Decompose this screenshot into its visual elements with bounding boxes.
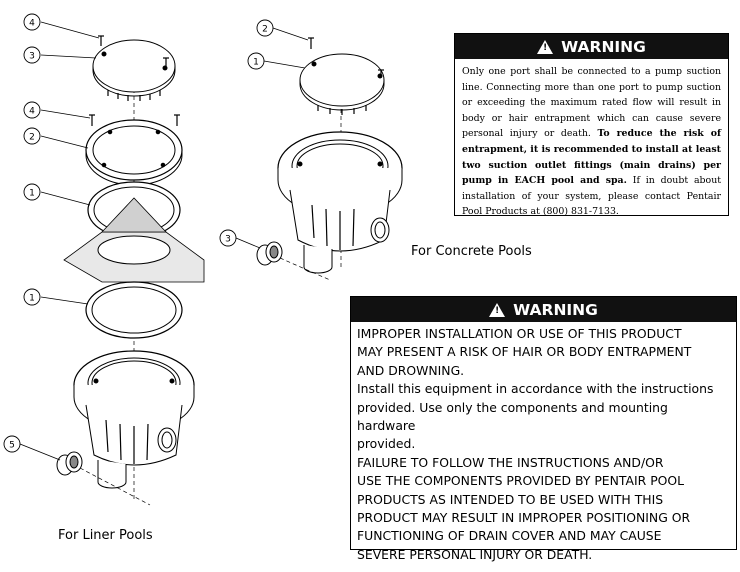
warning-triangle-icon: ! xyxy=(537,39,554,54)
warning-line: USE THE COMPONENTS PROVIDED BY PENTAIR P… xyxy=(357,473,685,489)
callout-circle xyxy=(219,229,237,247)
callout-circle xyxy=(23,13,41,31)
left-clamp-ring xyxy=(85,119,183,186)
warning-line: SEVERE PERSONAL INJURY OR DEATH. xyxy=(357,546,593,562)
warning-text-intro: Only one port shall be connected to a pu… xyxy=(462,66,721,140)
callout-circle xyxy=(247,52,265,70)
callout-circle xyxy=(23,101,41,119)
warning-header: ! WARNING xyxy=(351,297,736,322)
warning-triangle-icon: ! xyxy=(489,302,506,317)
left-drain-body xyxy=(73,350,195,489)
callout-4-top: 4 xyxy=(29,19,35,29)
callout-1-lower: 1 xyxy=(29,294,35,304)
warning-line: MAY PRESENT A RISK OF HAIR OR BODY ENTRA… xyxy=(357,344,692,360)
left-drain-cover xyxy=(92,39,176,101)
warning-line: FUNCTIONING OF DRAIN COVER AND MAY CAUSE xyxy=(357,528,662,544)
left-cover-screws xyxy=(98,35,169,66)
left-leader-lines xyxy=(19,21,100,461)
left-gasket-lower xyxy=(85,281,183,339)
warning-line: provided. Use only the components and mo… xyxy=(357,399,668,434)
callout-right-1: 1 xyxy=(253,58,259,68)
right-drain-cover xyxy=(299,53,385,115)
callout-circle xyxy=(23,127,41,145)
callout-2: 2 xyxy=(29,133,35,143)
warning-header: ! WARNING xyxy=(455,34,728,59)
right-leader-lines xyxy=(235,27,309,249)
warning-title: WARNING xyxy=(561,37,646,56)
warning-line: provided. xyxy=(357,436,416,452)
warning-title: WARNING xyxy=(513,300,598,319)
warning-line: AND DROWNING. xyxy=(357,362,465,378)
warning-line: PRODUCT MAY RESULT IN IMPROPER POSITIONI… xyxy=(357,510,691,526)
warning-text-outro: If in doubt about installation of your s… xyxy=(462,175,721,218)
left-plug xyxy=(56,451,151,506)
callout-circle xyxy=(23,183,41,201)
callout-circle xyxy=(23,288,41,306)
callout-right-2: 2 xyxy=(262,25,268,35)
warning-text: IMPROPER INSTALLATION OR USE OF THIS PRO… xyxy=(351,322,736,564)
warning-line: PRODUCTS AS INTENDED TO BE USED WITH THI… xyxy=(357,491,664,507)
pool-liner-sheet xyxy=(63,197,205,283)
warning-line: FAILURE TO FOLLOW THE INSTRUCTIONS AND/O… xyxy=(357,454,664,470)
left-ring-screws xyxy=(89,114,180,126)
caption-liner-pools: For Liner Pools xyxy=(58,528,153,543)
callout-right-3: 3 xyxy=(225,235,231,245)
callout-3: 3 xyxy=(29,52,35,62)
right-plug xyxy=(256,241,331,281)
warning-line: Install this equipment in accordance wit… xyxy=(357,381,714,397)
warning-box-bottom: ! WARNING IMPROPER INSTALLATION OR USE O… xyxy=(350,296,737,562)
callout-4-mid: 4 xyxy=(29,107,35,117)
callout-1-upper: 1 xyxy=(29,189,35,199)
callout-circle xyxy=(3,435,21,453)
callout-circle xyxy=(256,19,274,37)
caption-concrete-pools: For Concrete Pools xyxy=(411,244,532,259)
warning-line: IMPROPER INSTALLATION OR USE OF THIS PRO… xyxy=(357,326,682,341)
warning-text-bold: To reduce the risk of entrapment, it is … xyxy=(462,128,722,187)
warning-text: Only one port shall be connected to a pu… xyxy=(455,59,728,220)
callout-5: 5 xyxy=(9,441,15,451)
right-cover-screws xyxy=(308,37,384,78)
warning-box-top: ! WARNING Only one port shall be connect… xyxy=(454,33,729,217)
callout-circle xyxy=(23,46,41,64)
right-drain-body xyxy=(277,131,403,274)
